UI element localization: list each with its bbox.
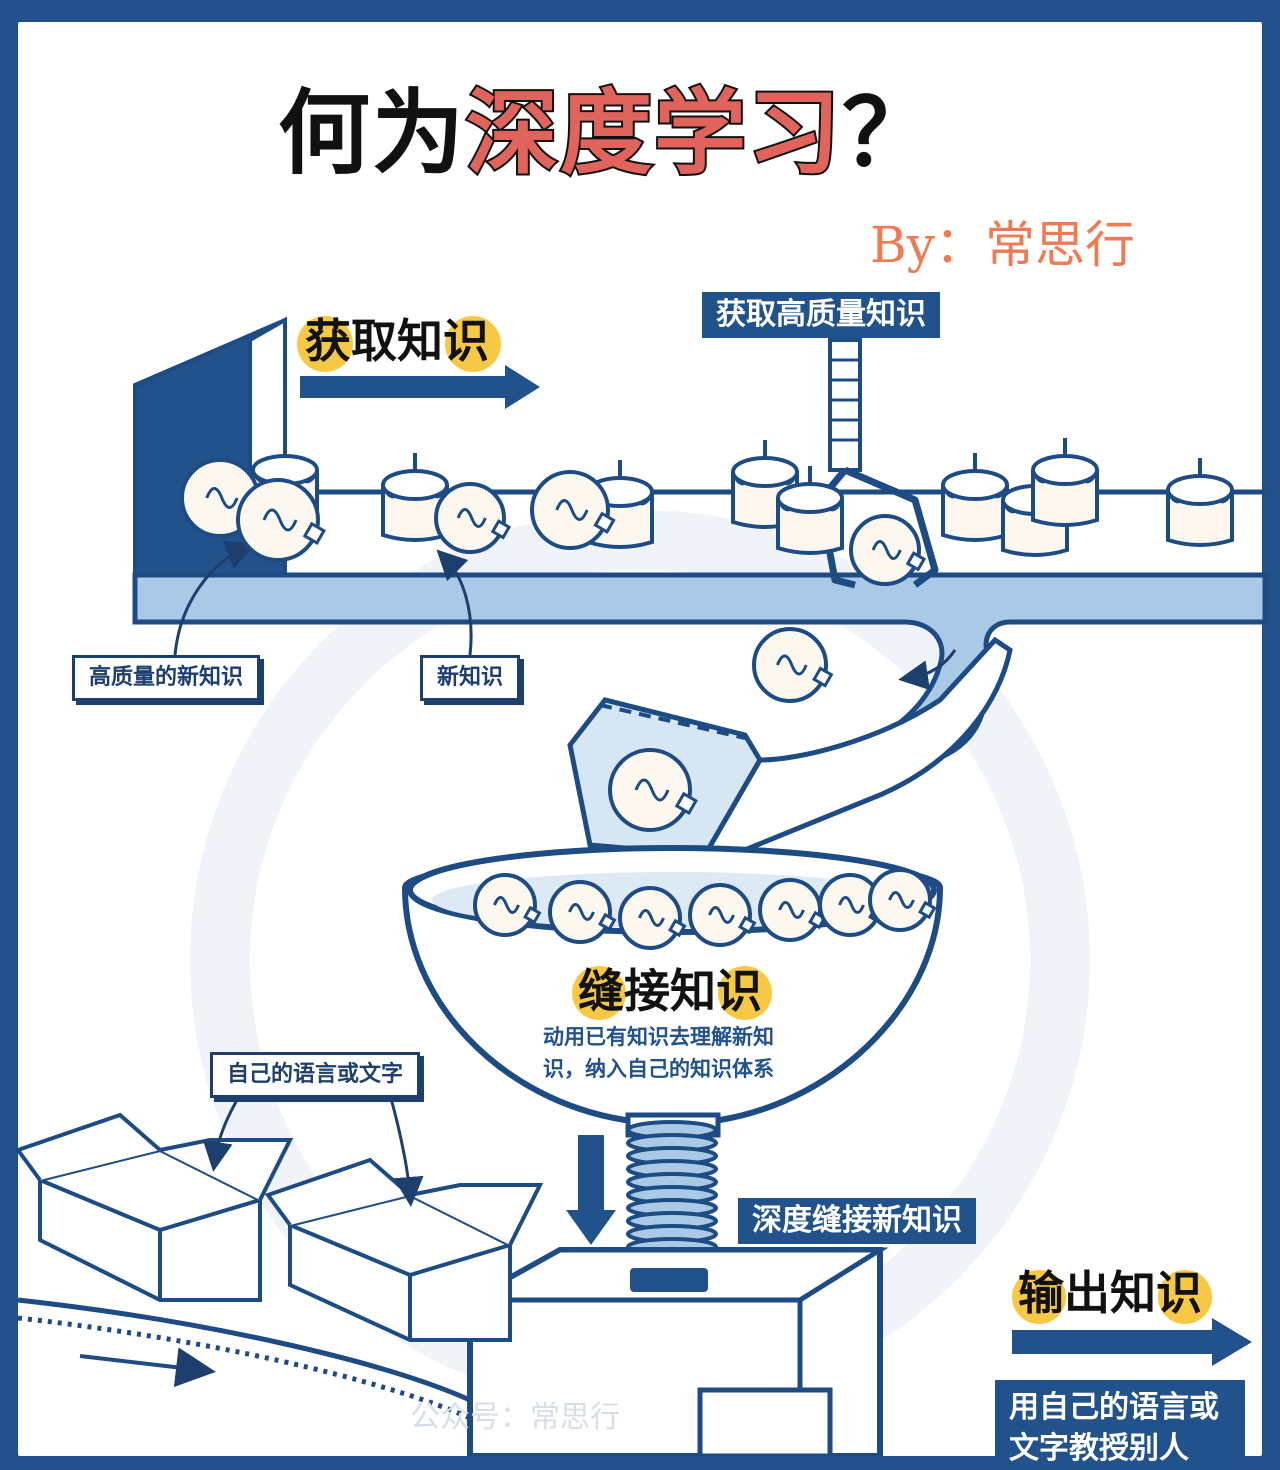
lightbulb-icon (849, 514, 927, 586)
badge-dot (1158, 1270, 1212, 1324)
stitch-desc-line2: 识，纳入自己的知识体系 (543, 1056, 774, 1081)
output-machine (460, 1247, 889, 1456)
stitch-label: 缝接知识 (572, 966, 772, 1020)
stitch-description: 动用已有知识去理解新知 识，纳入自己的知识体系 (543, 1022, 774, 1085)
callout-high-quality-new: 高质量的新知识 (72, 655, 261, 701)
lightbulb-icon (548, 880, 617, 944)
stitch-desc-line1: 动用已有知识去理解新知 (543, 1025, 774, 1049)
lower-conveyor (17, 1297, 472, 1421)
flow-arrow (898, 649, 957, 691)
callout-arrow (436, 549, 473, 656)
deep-stitch-label: 深度缝接新知识 (738, 1198, 976, 1244)
cake-icon (776, 466, 844, 555)
cake-icon (941, 453, 1009, 542)
box-icon (264, 1157, 544, 1342)
lightbulb-icon (473, 873, 542, 937)
output-description: 用自己的语言或文字教授别人 (995, 1380, 1245, 1470)
callout-own-words: 自己的语言或文字 (210, 1052, 421, 1098)
callout-arrow (388, 1094, 424, 1207)
lightbulb-icon (608, 748, 698, 832)
acquire-quality-label: 获取高质量知识 (702, 292, 940, 338)
title-prefix: 何为 (278, 80, 467, 187)
acquire-text: 获取知识 (305, 314, 489, 368)
lightbulb-icon (752, 627, 834, 703)
callout-new-knowledge: 新知识 (420, 655, 521, 701)
acquire-label: 获取知识 (297, 316, 501, 372)
cake-icon (1031, 438, 1099, 527)
lightbulb-icon (236, 478, 326, 562)
lightbulb-icon (688, 883, 757, 947)
stitch-text: 缝接知识 (578, 964, 762, 1018)
lightbulb-icon (434, 482, 512, 554)
badge-dot (297, 316, 353, 372)
arrow-right-icon (1012, 1318, 1252, 1366)
cake-icon (1166, 458, 1234, 547)
box-icon (14, 1112, 294, 1302)
cake-icon (381, 453, 449, 542)
byline: By：常思行 (870, 216, 1135, 274)
page-title: 何为深度学习？ (278, 86, 936, 182)
output-text: 输出知识 (1018, 1266, 1202, 1320)
lightbulb-icon (868, 868, 937, 932)
lightbulb-icon (530, 470, 616, 550)
badge-dot (718, 966, 772, 1020)
lightbulb-icon (618, 886, 687, 950)
callout-arrow (173, 540, 257, 656)
badge-dot (1012, 1270, 1066, 1324)
callout-arrow (202, 1094, 242, 1172)
badge-dot (445, 316, 501, 372)
output-label: 输出知识 (1012, 1270, 1212, 1324)
items-layer (180, 438, 1234, 950)
title-highlight: 深度学习 (464, 80, 843, 187)
watermark: 公众号：常思行 (410, 1400, 620, 1435)
title-suffix: ？ (842, 80, 937, 187)
arrow-right-icon (300, 365, 540, 409)
arrow-down-icon (566, 1135, 616, 1245)
badge-dot (572, 966, 626, 1020)
